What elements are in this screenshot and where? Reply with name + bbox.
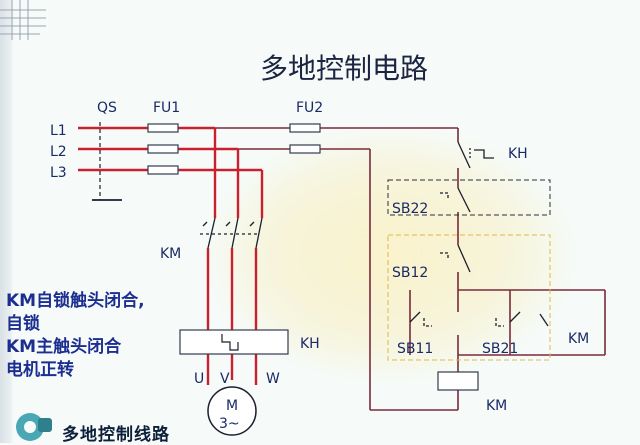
sb11-switch — [409, 311, 432, 327]
label-sb22: SB22 — [392, 201, 428, 217]
label-kh-relay: KH — [300, 336, 320, 352]
fuse-fu2 — [289, 123, 321, 154]
label-sb12: SB12 — [392, 265, 428, 281]
label-km-aux: KM — [568, 331, 589, 347]
kh-contact — [457, 141, 494, 169]
fuse-fu1 — [147, 123, 179, 175]
station-box-sb22 — [387, 179, 551, 216]
label-km-coil: KM — [486, 398, 507, 414]
switch-qs — [92, 122, 122, 201]
label-l1: L1 — [50, 123, 67, 139]
annotation-line-1: KM自锁触头闭合, — [6, 291, 145, 311]
footer-caption: 多地控制线路 — [62, 425, 170, 445]
logo-icon — [16, 413, 52, 441]
page-title: 多地控制电路 — [260, 52, 428, 85]
background-glow — [200, 125, 580, 385]
label-fu1: FU1 — [153, 100, 180, 116]
kh-relay — [179, 329, 289, 355]
label-l3: L3 — [50, 165, 67, 181]
motor-phase-label: 3~ — [219, 416, 240, 432]
decorative-grid — [0, 0, 46, 40]
motor — [207, 386, 257, 436]
label-w: W — [266, 371, 280, 387]
label-sb11: SB11 — [397, 341, 433, 357]
annotation-line-3: KM主触头闭合 — [6, 337, 122, 357]
km-main-contacts — [200, 217, 263, 249]
label-l2: L2 — [50, 144, 67, 160]
label-sb21: SB21 — [482, 341, 518, 357]
control-wires — [215, 127, 606, 411]
label-v: V — [220, 371, 230, 387]
label-qs: QS — [97, 100, 117, 116]
label-km-main: KM — [160, 246, 181, 262]
motor-label: M — [226, 398, 238, 414]
station-box-sb12 — [387, 234, 551, 361]
annotation-text: KM自锁触头闭合, 自锁 KM主触头闭合 电机正转 — [6, 290, 145, 382]
annotation-line-2: 自锁 — [6, 314, 40, 334]
label-u: U — [194, 371, 204, 387]
annotation-line-4: 电机正转 — [6, 360, 74, 380]
km-aux-contact — [539, 313, 549, 327]
label-fu2: FU2 — [296, 100, 323, 116]
km-coil — [437, 371, 479, 391]
power-lines — [78, 126, 264, 385]
sb21-switch — [495, 311, 521, 327]
sb12-switch — [440, 244, 471, 273]
label-kh-contact: KH — [508, 146, 528, 162]
sb22-switch — [440, 187, 471, 213]
